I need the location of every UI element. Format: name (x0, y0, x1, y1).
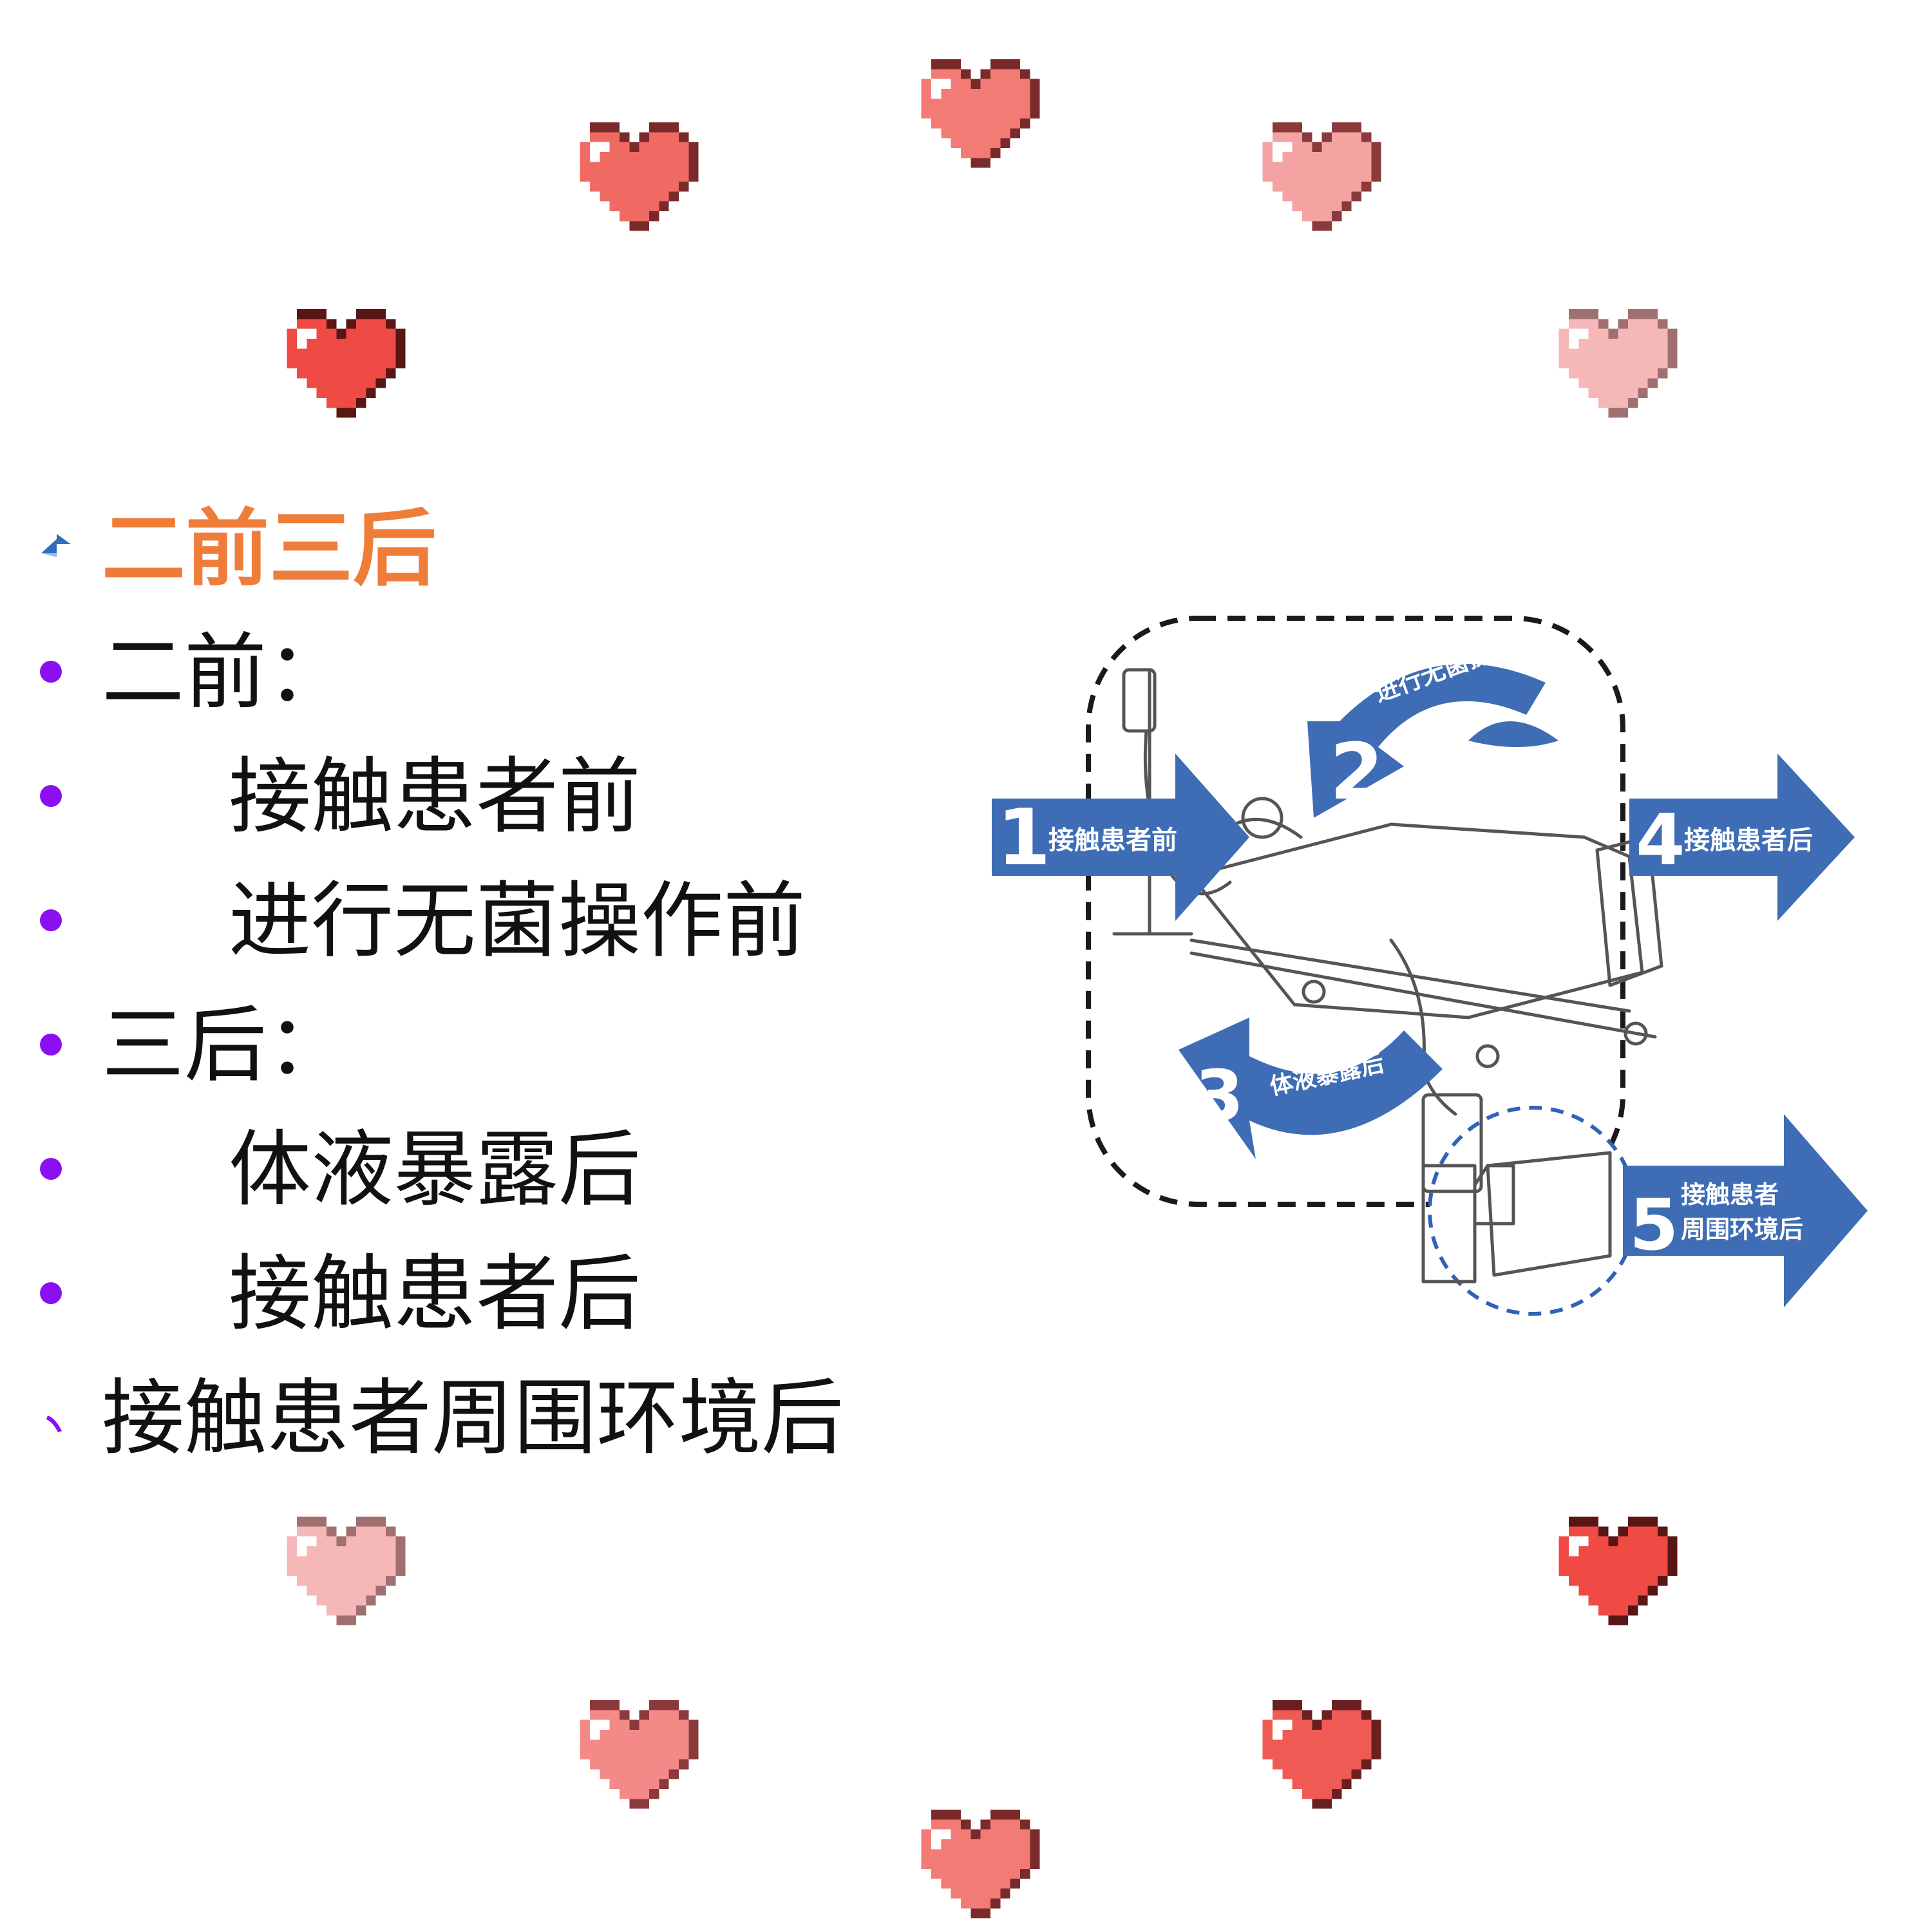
bullet-dot (40, 785, 62, 807)
list-item-text: 接触患者前 (229, 748, 641, 845)
list-heading: 二前三后 (32, 486, 934, 611)
list-item: 接触患者周围环境后 (32, 1356, 934, 1481)
heart-icon (570, 122, 699, 241)
moment-4-label: 接触患者后 (1684, 826, 1813, 855)
list-item-text: 接触患者周围环境后 (102, 1370, 844, 1466)
moment-1-arrow: 1 接触患者前 (992, 753, 1249, 921)
list-item: 二前： (32, 611, 934, 735)
heart-icon (277, 1517, 406, 1635)
bullet-dot (40, 1282, 62, 1304)
moment-4-arrow: 4 接触患者后 (1629, 753, 1855, 921)
heart-icon (277, 309, 406, 428)
list-item-text: 体液暴露后 (229, 1121, 641, 1218)
heart-icon (911, 59, 1040, 178)
bullet-dot (40, 909, 62, 931)
moment-5-label-line2: 周围环境后 (1681, 1215, 1803, 1244)
list-item: 接触患者前 (32, 735, 934, 859)
bullet-dot (40, 1158, 62, 1180)
heart-icon (911, 1810, 1040, 1928)
list-item: 进行无菌操作前 (32, 859, 934, 983)
list-item: 三后： (32, 983, 934, 1108)
moment-5-arrow: 5 接触患者 周围环境后 (1623, 1114, 1868, 1307)
moment-1-number: 1 (997, 793, 1051, 883)
list-item: 接触患者后 (32, 1232, 934, 1356)
list-item-text: 三后： (102, 997, 350, 1094)
heart-icon (1549, 1517, 1678, 1635)
heart-icon (1549, 309, 1678, 428)
hospital-bed-illustration: 1 接触患者前 2 进行无菌操作前 4 接触患者后 3 体液暴露后 5 接触患者 (992, 616, 1868, 1316)
list-item: 体液暴露后 (32, 1108, 934, 1232)
bullet-tick-icon (46, 1416, 62, 1432)
moment-2-arrow: 2 进行无菌操作前 (1307, 622, 1558, 818)
moment-3-number: 3 (1195, 1055, 1244, 1137)
moment-1-label: 接触患者前 (1048, 826, 1177, 855)
bullet-list: 二前三后 二前： 接触患者前 进行无菌操作前 三后： 体液暴露后 接触患者后 接… (32, 486, 934, 1481)
list-item-text: 二前： (102, 624, 350, 721)
heading-text: 二前三后 (102, 499, 437, 598)
bullet-dot (40, 661, 62, 683)
moment-4-number: 4 (1636, 799, 1685, 881)
moment-2-number: 2 (1330, 728, 1384, 817)
list-item-text: 接触患者后 (229, 1245, 641, 1342)
moment-5-number: 5 (1629, 1184, 1679, 1266)
moment-3-arrow: 3 体液暴露后 (1179, 1018, 1443, 1159)
bullet-dot (40, 1034, 62, 1056)
list-item-text: 进行无菌操作前 (229, 873, 806, 969)
heart-icon (1253, 122, 1381, 241)
moment-5-label-line1: 接触患者 (1681, 1180, 1779, 1209)
heart-icon (570, 1700, 699, 1819)
blue-arrow-bullet-icon (41, 534, 71, 557)
hand-hygiene-diagram: 1 接触患者前 2 进行无菌操作前 4 接触患者后 3 体液暴露后 5 接触患者 (979, 605, 1880, 1327)
heart-icon (1253, 1700, 1381, 1819)
